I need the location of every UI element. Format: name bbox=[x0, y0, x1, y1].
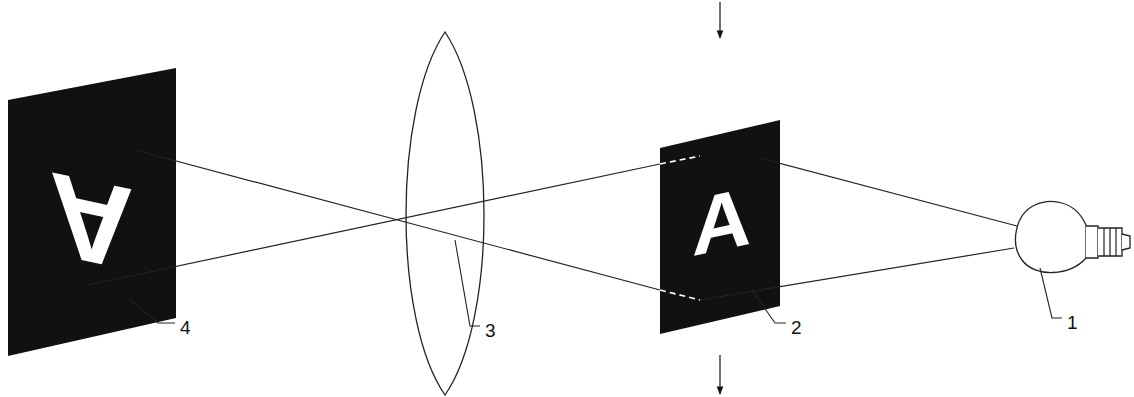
lamp bbox=[1016, 202, 1130, 273]
callout-number: 4 bbox=[179, 318, 192, 337]
slide bbox=[660, 120, 780, 334]
callout-number: 3 bbox=[484, 321, 497, 340]
slide-letter: A bbox=[692, 175, 751, 270]
lens bbox=[406, 32, 484, 395]
callout-number: 2 bbox=[790, 318, 803, 337]
screen bbox=[8, 68, 176, 356]
callout-number: 1 bbox=[1066, 313, 1079, 332]
projected-letter: A bbox=[49, 154, 134, 290]
